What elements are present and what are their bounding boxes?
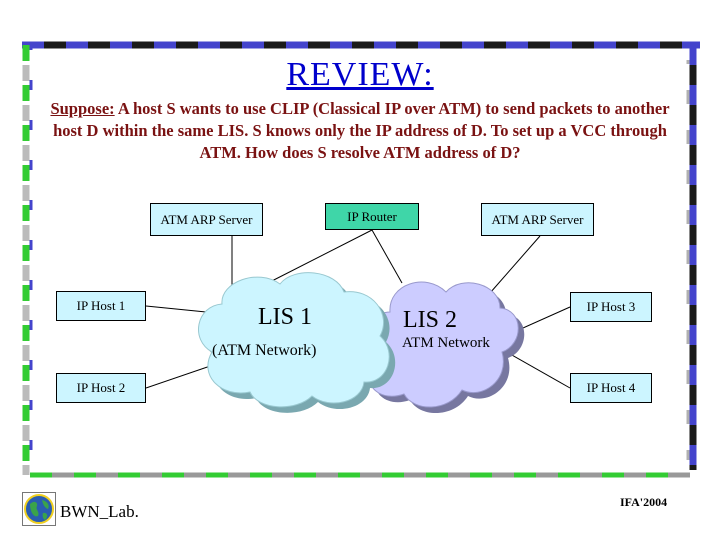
- ip-host-4[interactable]: IP Host 4: [570, 373, 652, 403]
- ip-host-1[interactable]: IP Host 1: [56, 291, 146, 321]
- lis1-sublabel: (ATM Network): [212, 342, 317, 359]
- globe-logo-icon: [22, 492, 56, 526]
- ip-host-2[interactable]: IP Host 2: [56, 373, 146, 403]
- question-lead: Suppose:: [50, 99, 115, 118]
- lab-name: BWN_Lab.: [60, 502, 139, 521]
- ip-host-3[interactable]: IP Host 3: [570, 292, 652, 322]
- footer-text: IFA'2004: [620, 495, 668, 509]
- ip-router[interactable]: IP Router: [325, 203, 419, 230]
- lis2-label: LIS 2: [403, 307, 457, 333]
- atm-arp-server-left[interactable]: ATM ARP Server: [150, 203, 263, 236]
- cloud-lis2: [364, 281, 525, 414]
- question-text: Suppose: A host S wants to use CLIP (Cla…: [40, 98, 680, 164]
- border-left: [22, 45, 33, 475]
- lis2-sublabel: ATM Network: [402, 335, 490, 351]
- cloud-lis1: [198, 272, 396, 413]
- question-body: A host S wants to use CLIP (Classical IP…: [53, 99, 670, 162]
- atm-arp-server-right[interactable]: ATM ARP Server: [481, 203, 594, 236]
- border-right: [686, 45, 697, 470]
- slide-title: REVIEW:: [286, 56, 434, 93]
- lis1-label: LIS 1: [258, 304, 312, 330]
